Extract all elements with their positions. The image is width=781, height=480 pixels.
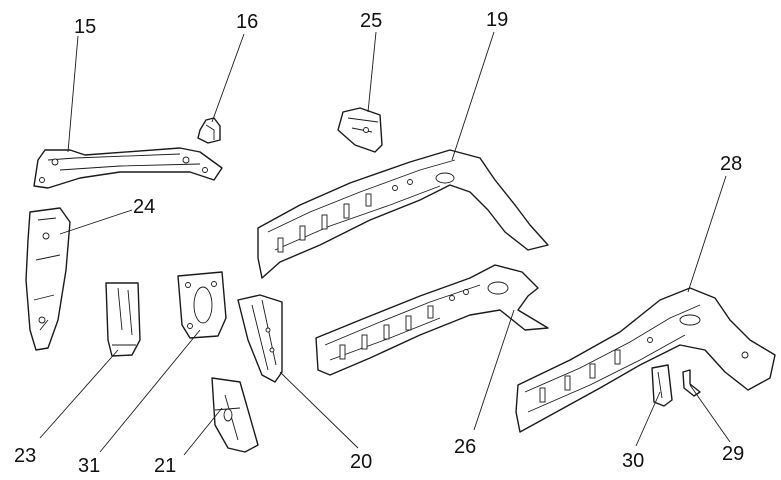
part-15	[33, 147, 223, 189]
callout-15: 15	[74, 16, 96, 38]
part-24	[25, 207, 71, 351]
callout-20: 20	[350, 451, 372, 473]
callout-29: 29	[722, 443, 744, 465]
part-25	[337, 107, 383, 153]
part-23	[105, 282, 141, 357]
callout-16: 16	[236, 11, 258, 33]
part-29	[682, 369, 701, 397]
callout-28: 28	[720, 153, 742, 175]
part-21	[211, 377, 259, 453]
leader-lines	[39, 31, 731, 456]
callout-30: 30	[622, 450, 644, 472]
callout-21: 21	[154, 455, 176, 477]
part-31	[177, 271, 227, 339]
part-16	[197, 117, 221, 144]
callout-26: 26	[454, 436, 476, 458]
callout-24: 24	[133, 196, 155, 218]
callout-25: 25	[360, 10, 382, 32]
callout-labels: 15 16 25 19 24 28 23 31 21 20 26 30 29	[14, 9, 744, 477]
part-20	[237, 294, 283, 383]
callout-23: 23	[14, 445, 36, 467]
callout-19: 19	[486, 9, 508, 31]
part-19	[257, 149, 549, 279]
part-28	[515, 287, 776, 433]
part-30	[651, 364, 673, 407]
part-26	[315, 264, 549, 376]
callout-31: 31	[78, 455, 100, 477]
